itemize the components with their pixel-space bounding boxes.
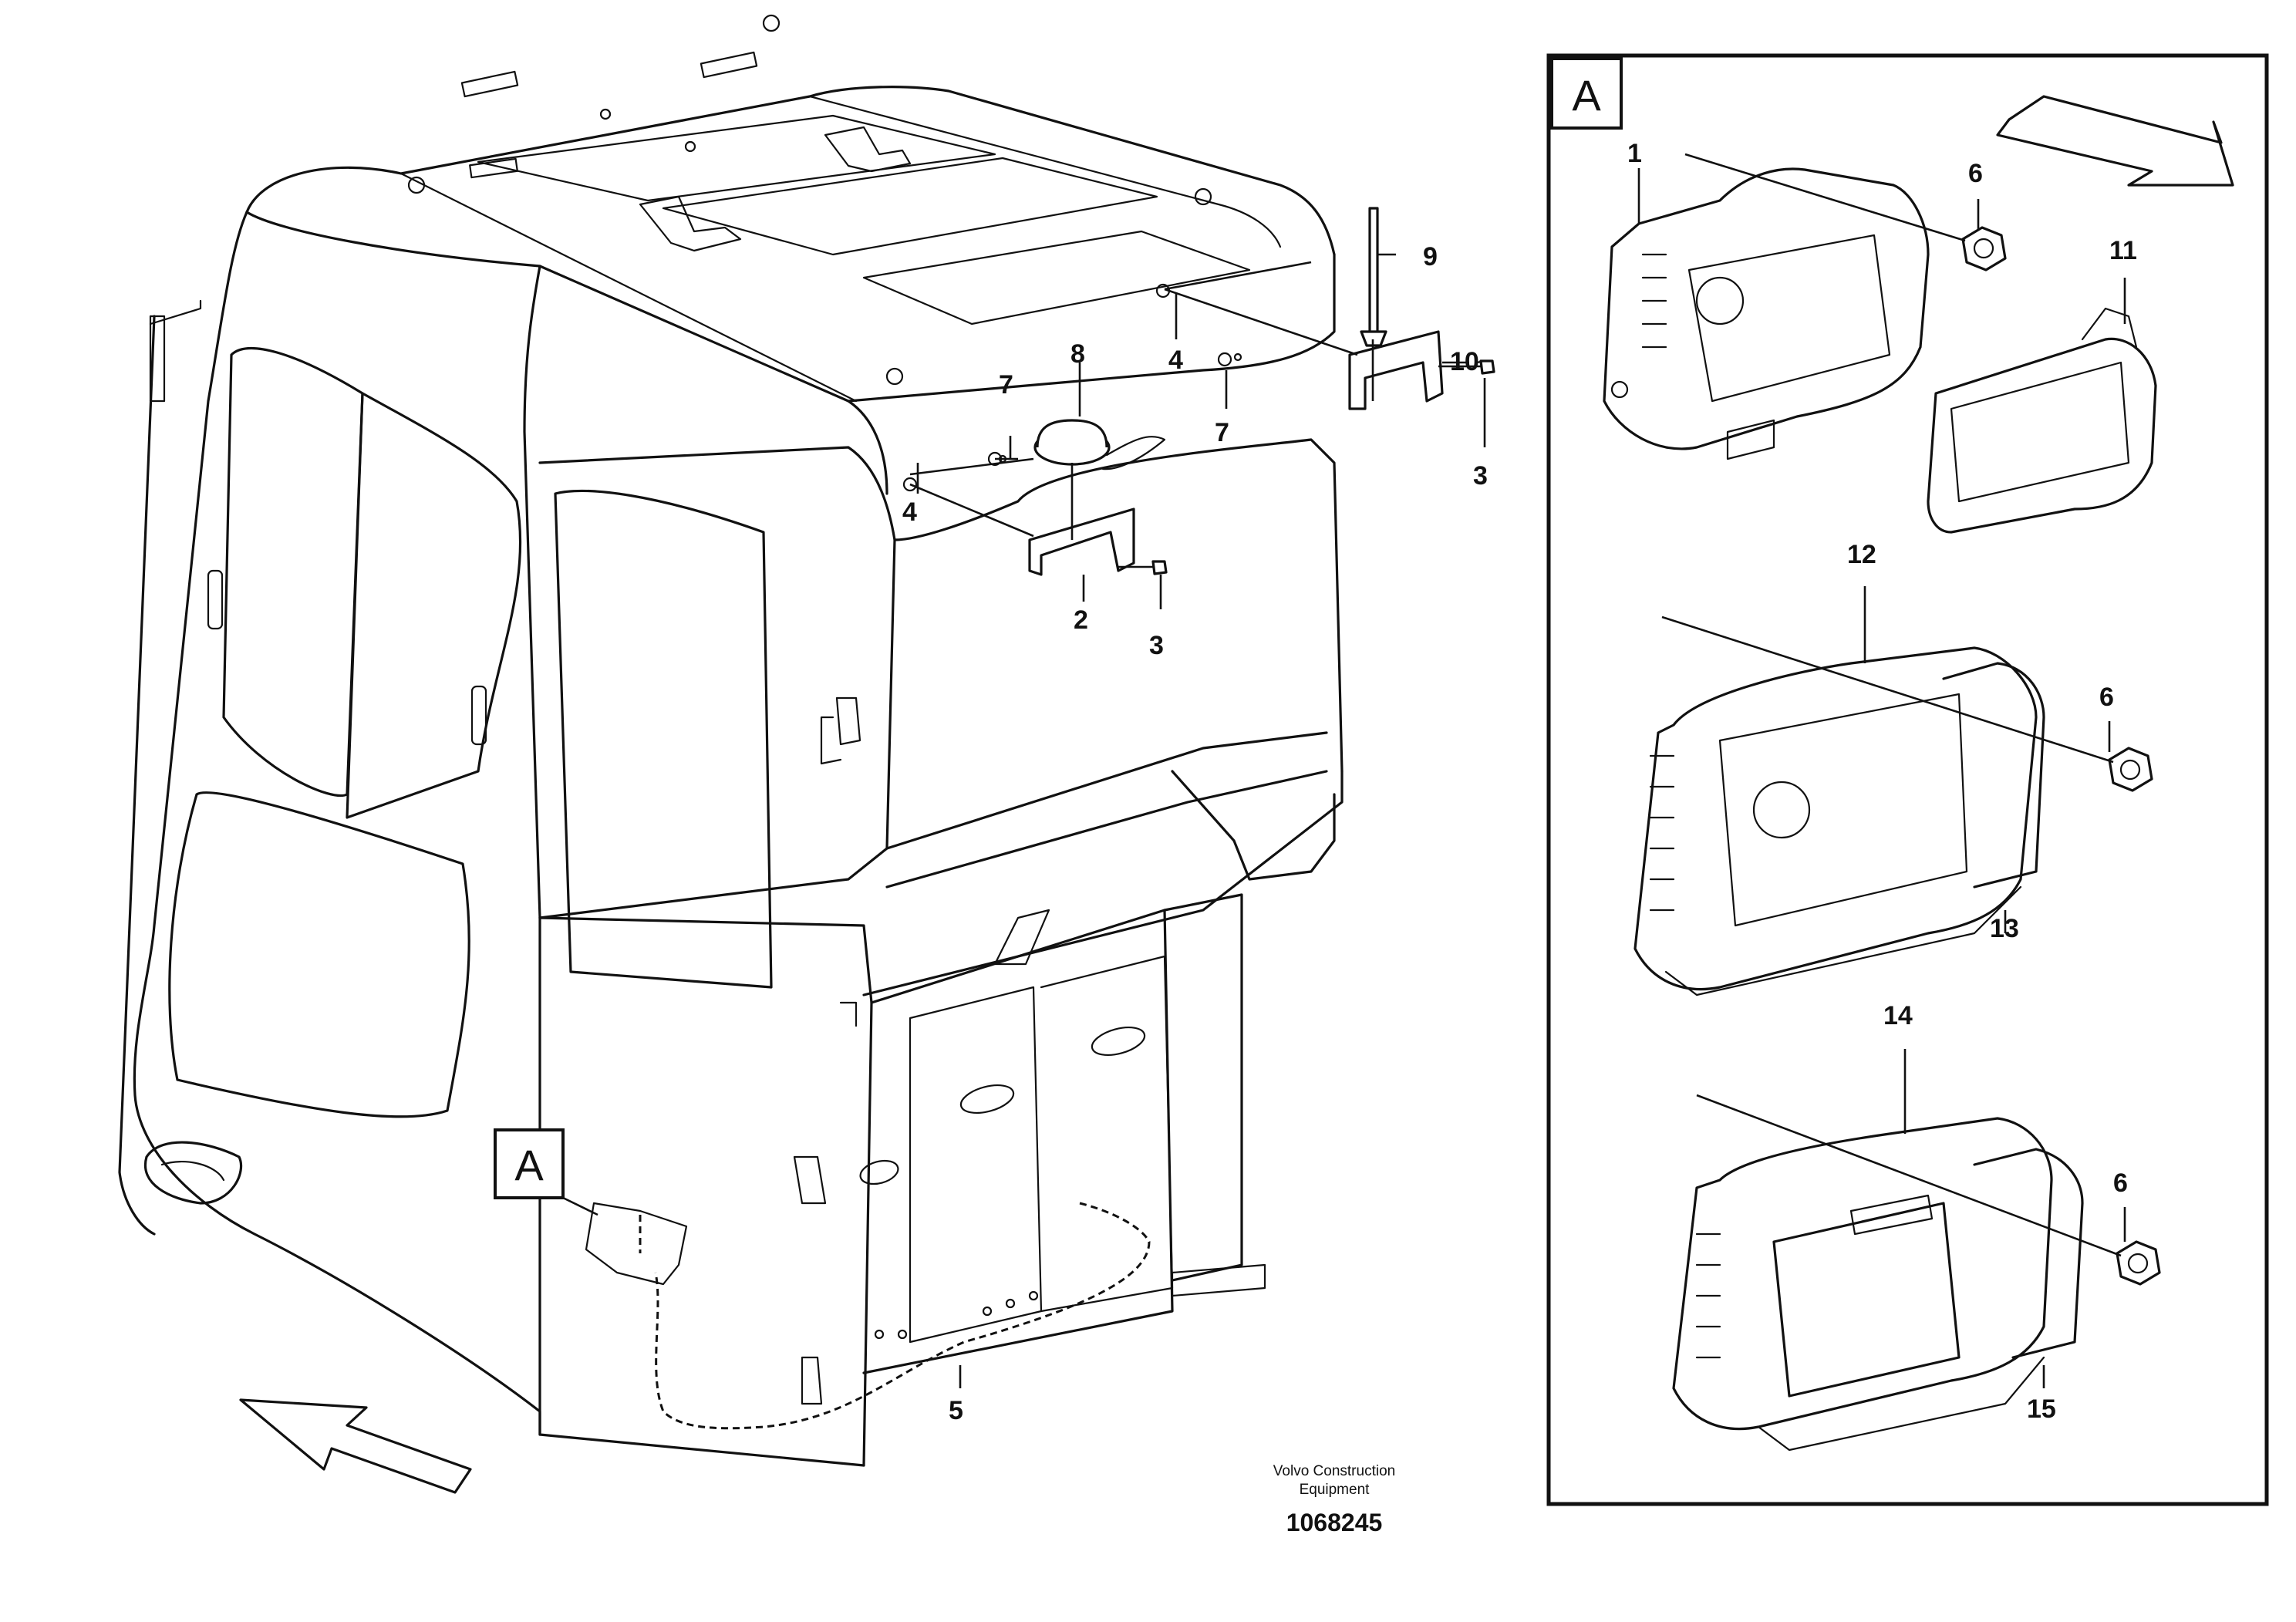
caption-line1: Volvo Construction: [1273, 1463, 1395, 1479]
callout-6-bottom: 6: [2113, 1168, 2128, 1198]
callout-3-left: 3: [1149, 631, 1164, 660]
callout-10: 10: [1450, 347, 1479, 376]
callout-12: 12: [1847, 540, 1876, 569]
callout-6-middle: 6: [2099, 683, 2114, 712]
callout-labels: A A 9 10 3 4 7 8 7 4 2 3 5 1 6 11 12 6 1…: [514, 71, 2137, 1425]
detail-frame: [1546, 53, 2269, 1506]
detail-label-box: [1550, 57, 1623, 130]
callout-4-left: 4: [902, 497, 917, 527]
direction-arrow-main: [239, 1398, 472, 1494]
antenna-assembly: [902, 207, 1495, 1388]
caption-line2: Equipment: [1300, 1482, 1371, 1498]
caption: Volvo Construction Equipment 1068245: [1273, 1463, 1395, 1536]
callout-4-right: 4: [1168, 346, 1183, 375]
leader-bracket2-left: [909, 483, 1034, 538]
callout-13: 13: [1990, 914, 2019, 943]
callout-8: 8: [1070, 339, 1085, 369]
marker-leader: [562, 1196, 598, 1216]
callout-3-right: 3: [1473, 461, 1488, 491]
callout-9: 9: [1423, 242, 1438, 271]
callout-7-right: 7: [1215, 418, 1229, 447]
detail-marker-label: A: [514, 1141, 544, 1189]
callout-5: 5: [949, 1396, 963, 1425]
cab-illustration: [118, 14, 1344, 1467]
callout-6-top: 6: [1968, 159, 1983, 188]
callout-15: 15: [2027, 1394, 2056, 1424]
doc-number: 1068245: [1286, 1509, 1383, 1536]
callout-2: 2: [1074, 605, 1088, 635]
detail-view-a: [1546, 53, 2269, 1506]
callout-7-left: 7: [999, 370, 1013, 400]
direction-arrow-detail: [1996, 95, 2234, 187]
callout-1: 1: [1627, 139, 1642, 168]
detail-label: A: [1572, 71, 1601, 120]
callout-11: 11: [2109, 236, 2137, 265]
callout-14: 14: [1883, 1001, 1913, 1030]
detail-marker-box: [494, 1128, 565, 1199]
